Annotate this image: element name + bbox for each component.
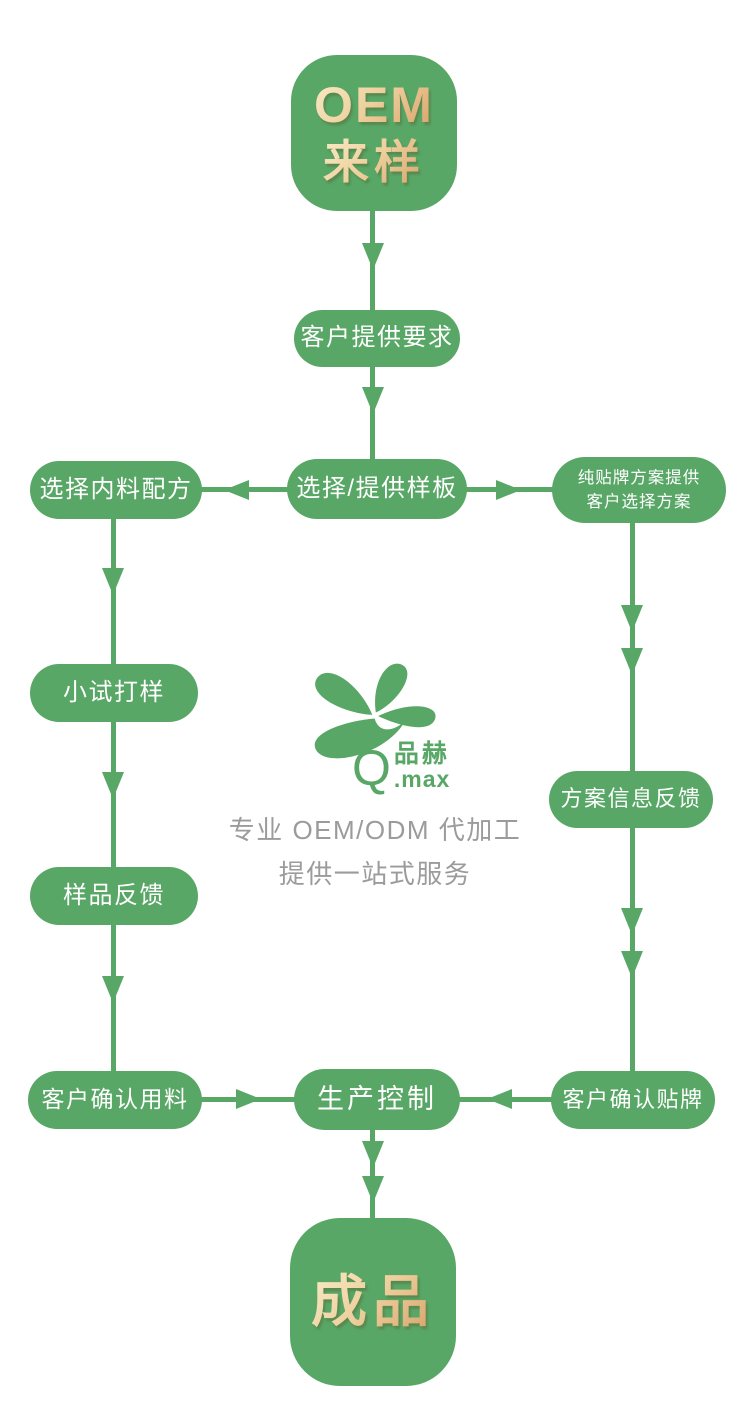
arrow-down-icon bbox=[621, 951, 643, 978]
brand-logo-suffix: .max bbox=[393, 766, 451, 792]
flow-node-private-label-plan: 纯贴牌方案提供 客户选择方案 bbox=[552, 457, 726, 523]
arrow-down-icon bbox=[362, 1176, 384, 1203]
node-label: 生产控制 bbox=[317, 1084, 437, 1115]
arrow-down-icon bbox=[362, 1141, 384, 1168]
flow-node-customer-requirements: 客户提供要求 bbox=[294, 310, 460, 367]
node-label: 客户确认贴牌 bbox=[562, 1086, 704, 1112]
arrow-down-icon bbox=[362, 387, 384, 414]
node-label: 方案信息反馈 bbox=[560, 786, 702, 812]
flow-node-trial-sample: 小试打样 bbox=[30, 664, 198, 722]
arrow-left-icon bbox=[224, 480, 249, 500]
arrow-down-icon bbox=[621, 908, 643, 935]
flow-node-finished-product: 成品 bbox=[290, 1218, 456, 1386]
flow-node-plan-feedback: 方案信息反馈 bbox=[549, 771, 713, 828]
tagline-line1: 专业 OEM/ODM 代加工 bbox=[228, 815, 522, 845]
flow-node-start: OEM 来样 bbox=[291, 55, 457, 211]
node-label-line1: 纯贴牌方案提供 bbox=[577, 469, 701, 487]
node-label: 客户确认用料 bbox=[41, 1086, 189, 1113]
arrow-right-icon bbox=[236, 1089, 261, 1109]
connector-line bbox=[370, 1129, 375, 1219]
connector-line bbox=[630, 521, 635, 772]
brand-tagline: 专业 OEM/ODM 代加工 提供一站式服务 bbox=[170, 808, 580, 896]
arrow-right-icon bbox=[496, 480, 521, 500]
flow-node-confirm-label: 客户确认贴牌 bbox=[551, 1071, 715, 1129]
node-label-line2: 客户选择方案 bbox=[586, 493, 692, 511]
flow-node-select-formula: 选择内料配方 bbox=[30, 461, 202, 519]
flow-node-confirm-materials: 客户确认用料 bbox=[28, 1071, 202, 1129]
start-label-line1: OEM bbox=[314, 77, 434, 134]
node-label: 选择/提供样板 bbox=[296, 474, 458, 502]
arrow-left-icon bbox=[487, 1089, 512, 1109]
arrow-down-icon bbox=[621, 648, 643, 675]
tagline-line2: 提供一站式服务 bbox=[278, 859, 472, 889]
node-label: 选择内料配方 bbox=[39, 475, 193, 503]
arrow-down-icon bbox=[362, 243, 384, 270]
node-label: 样品反馈 bbox=[63, 881, 165, 909]
flow-node-select-provide-sample: 选择/提供样板 bbox=[287, 459, 467, 519]
brand-logo-stack: 品赫 .max bbox=[393, 740, 451, 792]
pinwheel-ribbon-logo-icon bbox=[298, 650, 456, 773]
arrow-down-icon bbox=[621, 605, 643, 632]
flow-node-production-control: 生产控制 bbox=[294, 1069, 460, 1130]
connector-line bbox=[630, 827, 635, 1072]
brand-logo-q: Q bbox=[352, 740, 391, 797]
flow-node-sample-feedback: 样品反馈 bbox=[30, 867, 198, 925]
brand-name: Q 品赫 .max bbox=[352, 740, 451, 797]
end-label: 成品 bbox=[311, 1269, 435, 1335]
start-label-line2: 来样 bbox=[323, 136, 425, 189]
brand-logo-chinese: 品赫 bbox=[393, 740, 450, 768]
node-label: 客户提供要求 bbox=[300, 324, 454, 352]
arrow-down-icon bbox=[102, 568, 124, 595]
node-label: 小试打样 bbox=[63, 678, 165, 706]
arrow-down-icon bbox=[102, 772, 124, 799]
arrow-down-icon bbox=[102, 976, 124, 1003]
